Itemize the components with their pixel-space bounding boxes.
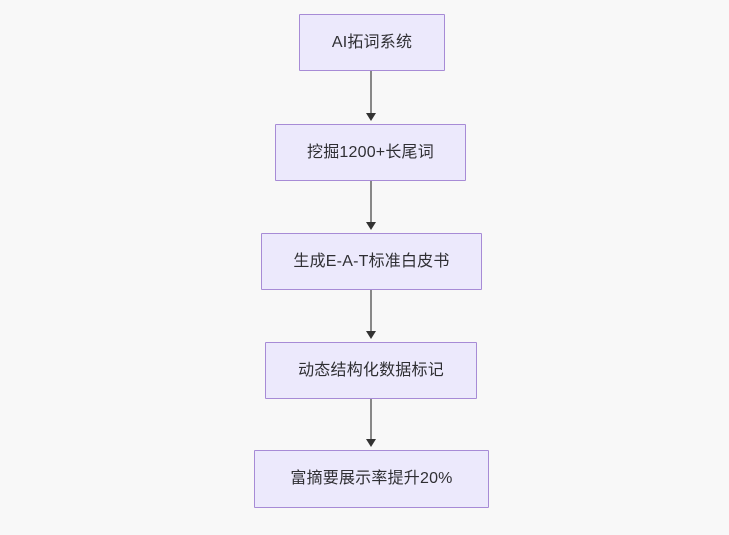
flowchart-edge-line-0 [370, 71, 372, 116]
flowchart-edge-line-3 [370, 399, 372, 442]
flowchart-node-label: AI拓词系统 [331, 33, 413, 51]
flowchart-node-label: 生成E-A-T标准白皮书 [293, 252, 450, 270]
arrow-down-icon [366, 113, 376, 121]
arrow-down-icon [366, 439, 376, 447]
arrow-down-icon [366, 331, 376, 339]
flowchart-node-dynamic-structured-data-markup[interactable]: 动态结构化数据标记 [265, 342, 477, 399]
flowchart-node-label: 富摘要展示率提升20% [290, 470, 453, 487]
flowchart-node-mine-longtail-keywords[interactable]: 挖掘1200+长尾词 [275, 124, 466, 181]
flowchart-edge-line-2 [370, 290, 372, 334]
flowchart-node-label: 挖掘1200+长尾词 [307, 143, 434, 161]
flowchart-node-generate-eat-whitepaper[interactable]: 生成E-A-T标准白皮书 [261, 233, 482, 290]
arrow-down-icon [366, 222, 376, 230]
flowchart-edge-line-1 [370, 181, 372, 225]
flowchart-node-rich-snippet-impression-lift[interactable]: 富摘要展示率提升20% [254, 450, 489, 508]
flowchart-node-ai-keyword-system[interactable]: AI拓词系统 [299, 14, 445, 71]
flowchart-node-label: 动态结构化数据标记 [298, 361, 444, 379]
